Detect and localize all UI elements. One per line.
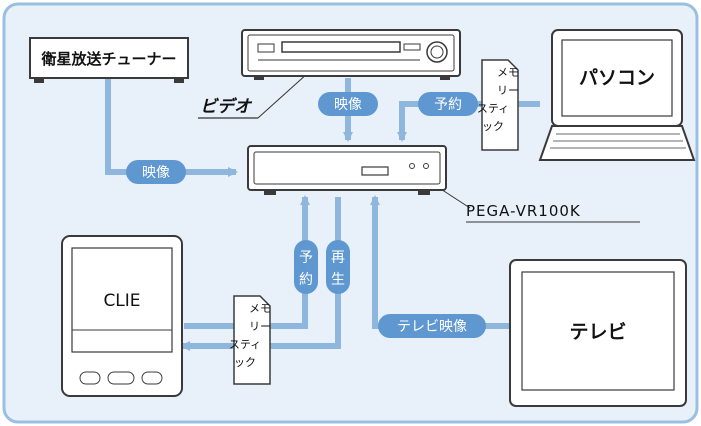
- ms-bottom-line1: メモ: [249, 302, 271, 315]
- video-label: ビデオ: [200, 97, 253, 117]
- tuner-to-recorder-line: [105, 78, 238, 177]
- tv-device: テレビ: [509, 259, 687, 407]
- vcr-device: [241, 29, 461, 80]
- ms-bottom-line3: スティ: [229, 338, 261, 351]
- recorder-model-label: PEGA-VR100K: [466, 202, 581, 220]
- memory-stick-top: メモ リー スティ ック: [477, 59, 519, 151]
- svg-text:スティ: スティ: [477, 102, 509, 115]
- ms-top-line1: メモ: [497, 66, 519, 79]
- svg-text:リー: リー: [249, 320, 271, 333]
- pill-reserve-char1: 予: [299, 250, 313, 266]
- pc-label: パソコン: [579, 67, 655, 89]
- pill-vcr-video: 映像: [318, 92, 378, 116]
- pill-play-char2: 生: [331, 272, 345, 288]
- pill-reserve-vertical: 予 約: [294, 240, 318, 294]
- pill-vcr-video-text: 映像: [334, 97, 362, 113]
- clie-reserve-line: [184, 195, 310, 329]
- svg-text:メモ: メモ: [249, 302, 271, 315]
- tuner-device: 衛星放送チューナー: [29, 37, 189, 83]
- pill-tuner-video: 映像: [126, 160, 186, 184]
- pill-pc-reserve: 予約: [418, 92, 478, 116]
- ms-top-line2: リー: [497, 84, 519, 97]
- svg-text:スティ: スティ: [229, 338, 261, 351]
- recorder-device: [247, 145, 447, 195]
- clie-label: CLIE: [103, 291, 140, 311]
- pill-play-vertical: 再 生: [326, 240, 350, 294]
- svg-text:リー: リー: [497, 84, 519, 97]
- clie-device: CLIE: [61, 235, 183, 397]
- svg-text:メモ: メモ: [497, 66, 519, 79]
- pill-tv-video: テレビ映像: [378, 314, 486, 338]
- svg-text:ック: ック: [482, 120, 504, 133]
- ms-bottom-line2: リー: [249, 320, 271, 333]
- pc-device: パソコン: [538, 29, 696, 161]
- pill-tuner-video-text: 映像: [142, 165, 170, 181]
- tv-label: テレビ: [569, 321, 626, 343]
- ms-top-line4: ック: [482, 120, 504, 133]
- ms-bottom-line4: ック: [234, 356, 256, 369]
- pill-reserve-char2: 約: [299, 272, 313, 288]
- memory-stick-bottom: メモ リー スティ ック: [229, 295, 271, 385]
- pill-play-char1: 再: [331, 250, 345, 266]
- ms-top-line3: スティ: [477, 102, 509, 115]
- svg-text:ック: ック: [234, 356, 256, 369]
- tuner-label: 衛星放送チューナー: [40, 50, 176, 68]
- pill-tv-video-text: テレビ映像: [397, 319, 467, 335]
- pill-pc-reserve-text: 予約: [434, 97, 462, 113]
